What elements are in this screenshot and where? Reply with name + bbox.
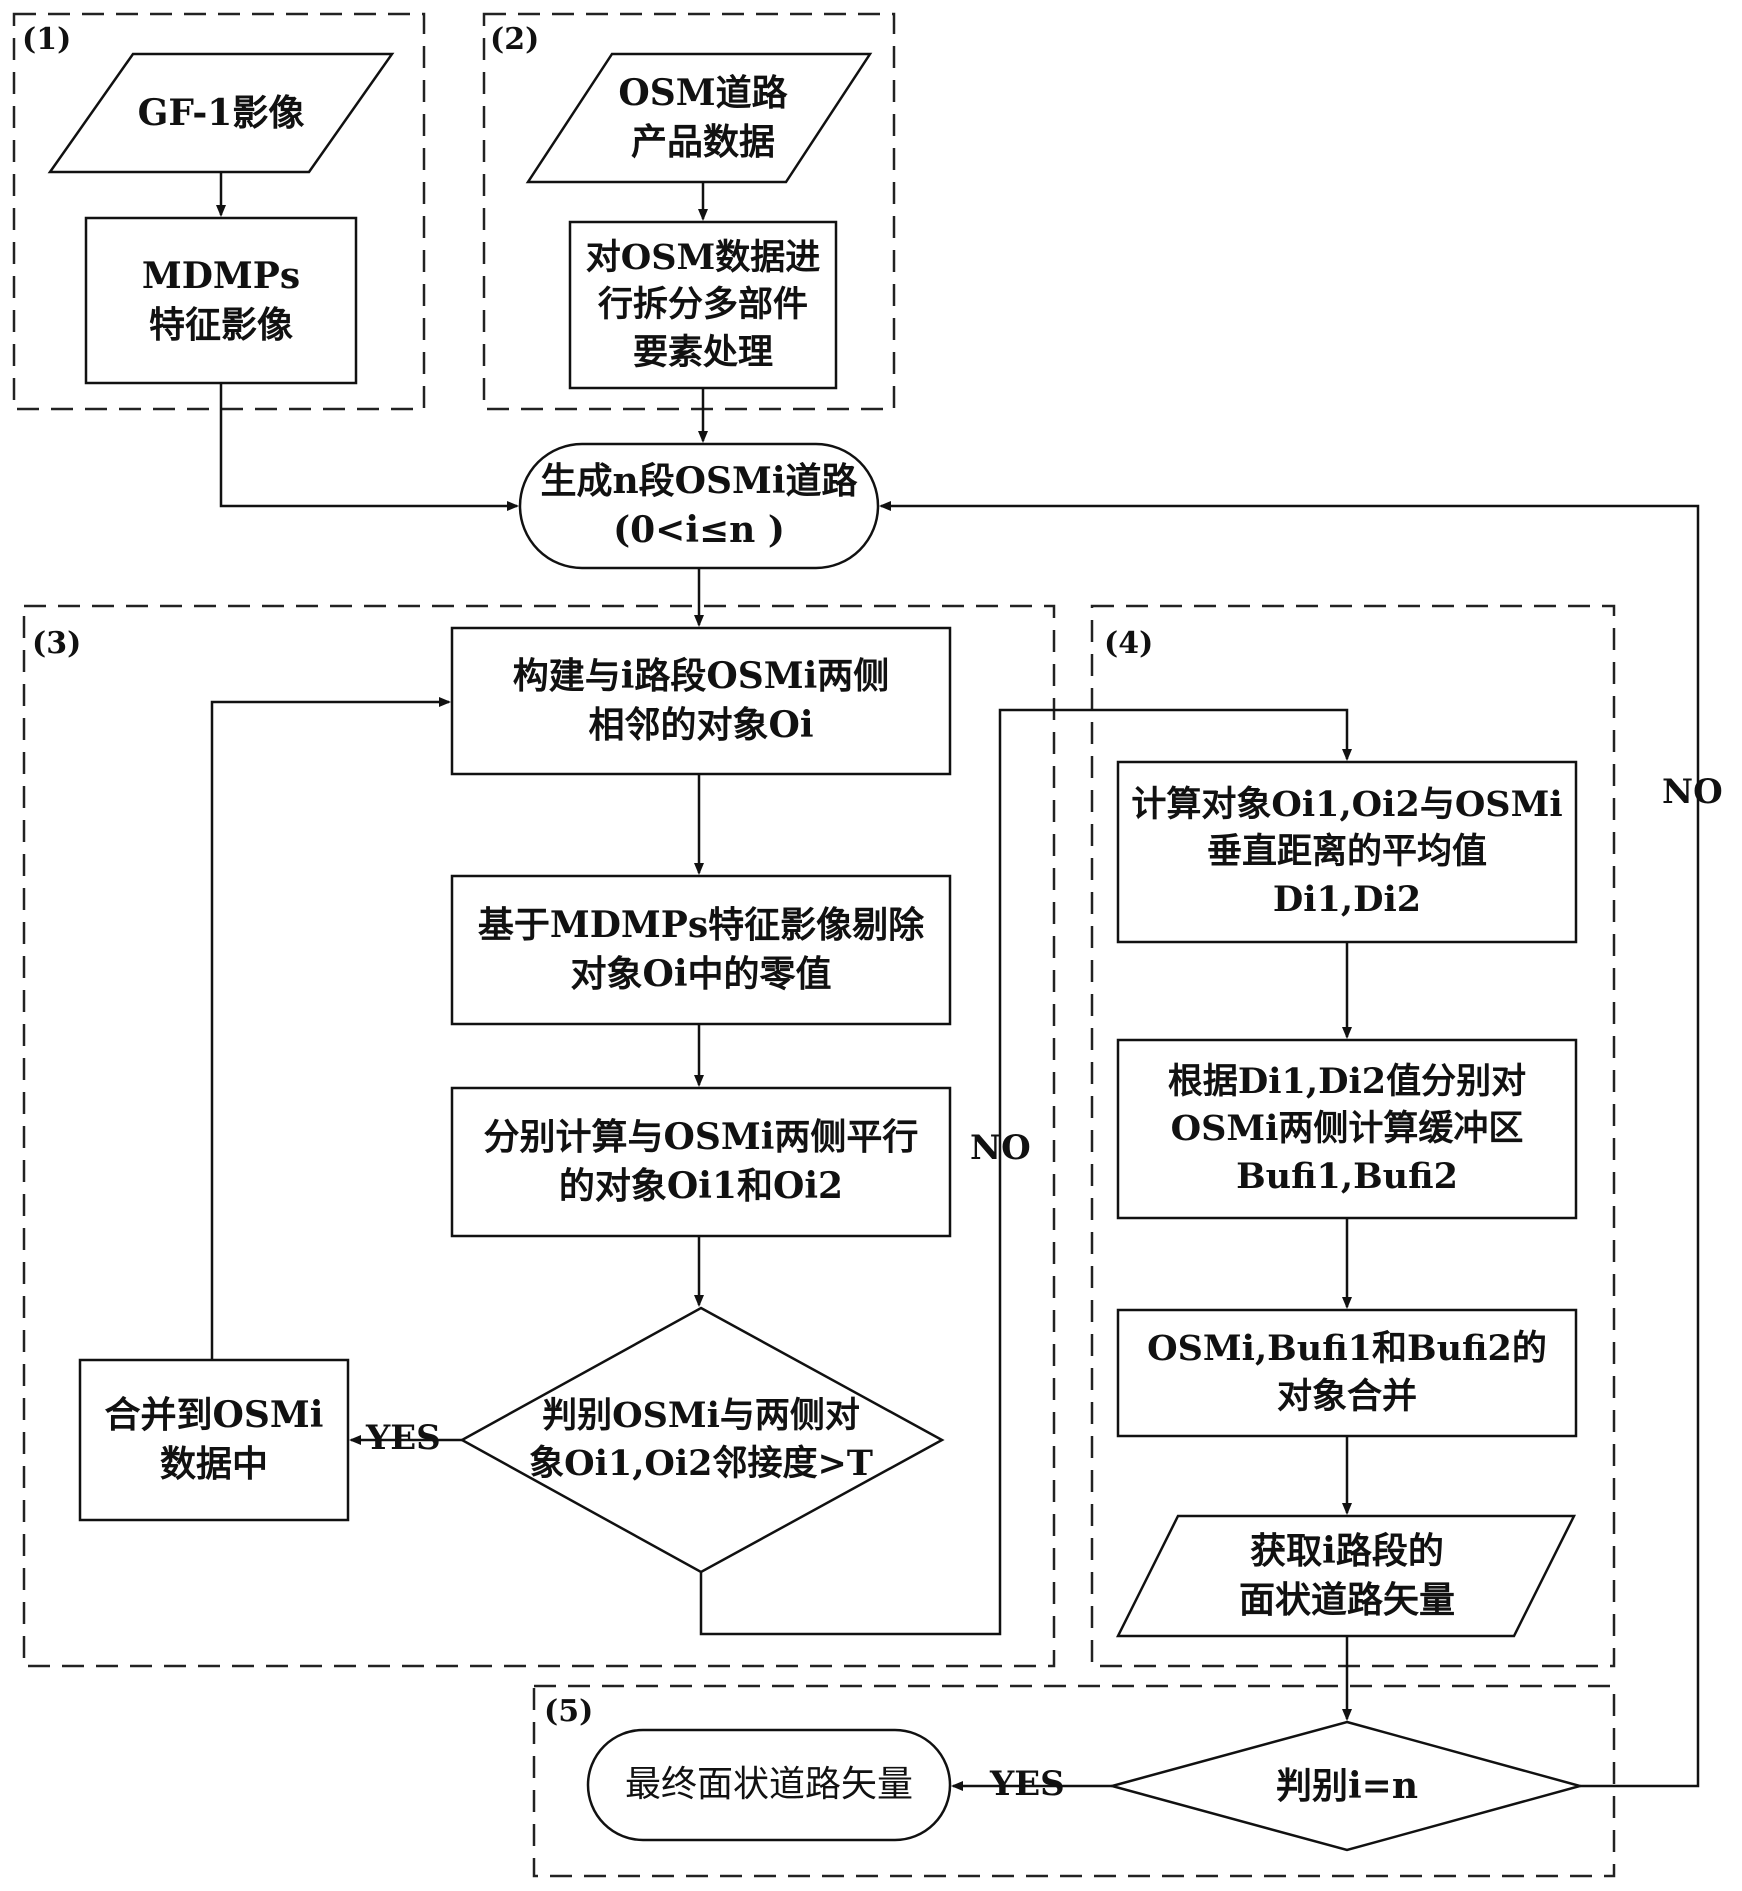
osm-product-parallelogram [525, 52, 873, 184]
edge-mdmps-to-generate [219, 383, 519, 511]
region-2-tag: (2) [490, 22, 540, 57]
final-result-label: 最终面状道路矢量 [624, 1763, 913, 1805]
yes-merge-label: YES [366, 1418, 441, 1458]
region-3-frame [22, 604, 1056, 1668]
remove-zero-box [450, 874, 952, 1026]
region-1-frame [12, 12, 426, 411]
i-equals-n-label: 判别i=n [1275, 1764, 1418, 1807]
mdmps-box [84, 216, 358, 385]
i-equals-n-decision-diamond [1107, 1720, 1585, 1852]
region-5-frame [532, 1684, 1616, 1878]
calc-parallel-label: 分别计算与OSMi两侧平行 的对象Oi1和Oi2 [483, 1116, 919, 1207]
build-objects-box [450, 626, 952, 776]
get-vector-parallelogram [1115, 1514, 1577, 1638]
region-2-frame [482, 12, 896, 411]
merge-buffer-label: OSMi,Bufi1和Bufi2的 对象合并 [1147, 1328, 1547, 1417]
region-4-tag: (4) [1104, 626, 1154, 661]
buffer-label: 根据Di1,Di2值分别对 OSMi两侧计算缓冲区 Bufi1,Bufi2 [1167, 1060, 1527, 1197]
edge-merge-back-to-build [210, 697, 451, 1360]
region-1-tag: (1) [22, 22, 72, 57]
final-result-terminal [586, 1728, 952, 1842]
build-objects-label: 构建与i路段OSMi两侧 相邻的对象Oi [512, 655, 890, 746]
region-5-tag: (5) [544, 1694, 594, 1729]
gf1-image-label: GF-1影像 [137, 91, 305, 134]
mdmps-label: MDMPs 特征影像 [141, 254, 301, 346]
calc-parallel-box [450, 1086, 952, 1238]
osm-process-label: 对OSM数据进 行拆分多部件 要素处理 [585, 236, 821, 373]
adjacency-decision-label: 判别OSMi与两侧对 象Oi1,Oi2邻接度>T [529, 1395, 873, 1484]
osm-product-label: OSM道路 产品数据 [618, 72, 788, 163]
merge-osm-label: 合并到OSMi 数据中 [104, 1394, 324, 1485]
region-4-frame [1090, 604, 1616, 1668]
calc-distance-label: 计算对象Oi1,Oi2与OSMi 垂直距离的平均值 Di1,Di2 [1131, 783, 1563, 920]
edge-decision-no-to-region4 [699, 708, 1352, 1636]
no-adjacency-label: NO [970, 1128, 1031, 1168]
region-3-tag: (3) [32, 626, 82, 661]
yes-final-label: YES [990, 1764, 1065, 1804]
merge-buffer-box [1116, 1308, 1578, 1438]
merge-osm-box [78, 1358, 350, 1522]
edge-judge-no-loop [879, 501, 1700, 1788]
no-loop-label: NO [1662, 772, 1723, 812]
gf1-image-parallelogram [47, 52, 395, 174]
get-vector-label: 获取i路段的 面状道路矢量 [1238, 1530, 1455, 1621]
buffer-box [1116, 1038, 1578, 1220]
calc-distance-box [1116, 760, 1578, 944]
generate-roads-label: 生成n段OSMi道路 (0<i≤n ) [540, 460, 858, 551]
remove-zero-label: 基于MDMPs特征影像剔除 对象Oi中的零值 [477, 904, 925, 995]
